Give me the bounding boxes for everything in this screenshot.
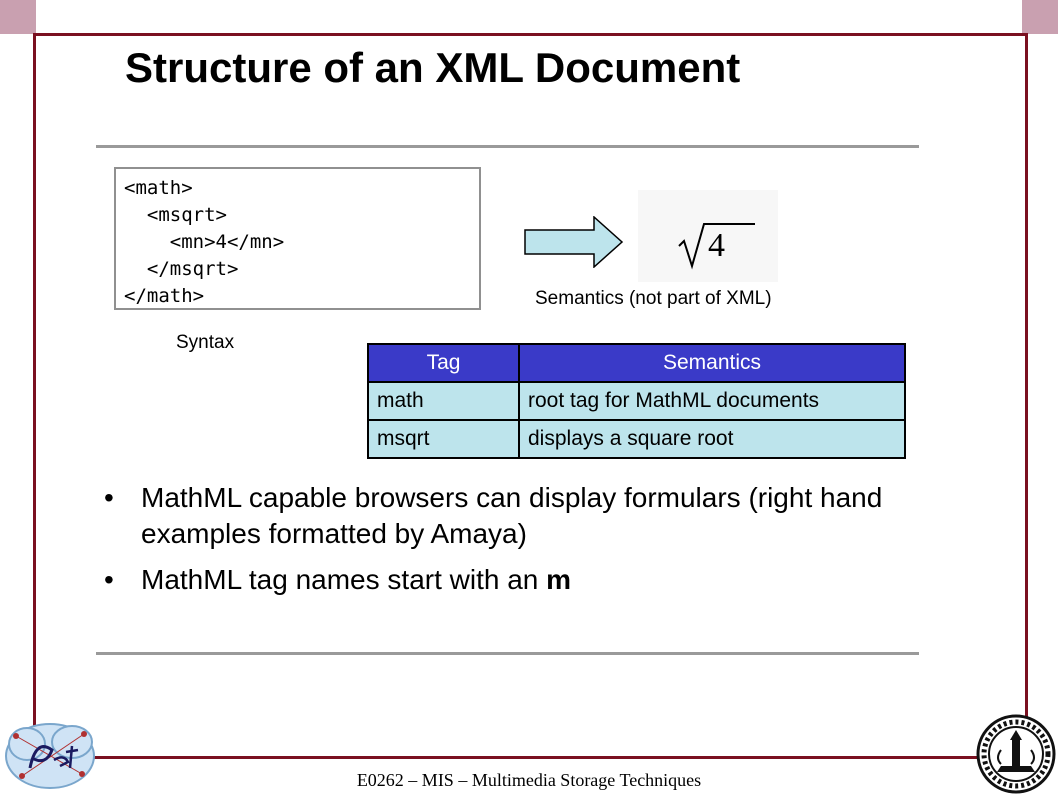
bullet-text: MathML capable browsers can display form… — [141, 482, 883, 549]
code-line: <msqrt> — [124, 204, 227, 226]
bullet-item: • MathML tag names start with an m — [104, 562, 934, 598]
slide-title: Structure of an XML Document — [125, 44, 741, 91]
table-cell: math — [367, 381, 520, 421]
xml-code-box: <math> <msqrt> <mn>4</mn> </msqrt> </mat… — [114, 167, 481, 310]
rendered-formula: 4 — [638, 190, 778, 282]
table-row: msqrt displays a square root — [367, 419, 906, 459]
frame-bottom-border — [33, 756, 1028, 759]
code-line: <mn>4</mn> — [124, 231, 285, 253]
code-line: </msqrt> — [124, 258, 239, 280]
table-header-semantics: Semantics — [518, 343, 906, 383]
table-header-tag: Tag — [367, 343, 520, 383]
code-line: <math> — [124, 177, 193, 199]
corner-decoration-left — [0, 0, 36, 34]
bullet-list: • MathML capable browsers can display fo… — [104, 480, 934, 608]
tag-semantics-table: Tag Semantics math root tag for MathML d… — [367, 343, 906, 459]
table-header-row: Tag Semantics — [367, 343, 906, 383]
square-root-icon: 4 — [678, 223, 755, 270]
institute-seal-logo — [976, 714, 1056, 794]
corner-decoration-right — [1022, 0, 1058, 34]
bullet-bold-text: m — [546, 564, 572, 595]
pet-unit-logo — [5, 723, 95, 789]
table-row: math root tag for MathML documents — [367, 381, 906, 421]
bullet-dot: • — [104, 482, 114, 513]
table-cell: msqrt — [367, 419, 520, 459]
top-divider — [96, 145, 919, 148]
syntax-label: Syntax — [176, 332, 235, 353]
frame-right-border — [1025, 33, 1028, 759]
bullet-dot: • — [104, 564, 114, 595]
frame-left-border — [33, 33, 36, 759]
slide-footer: E0262 – MIS – Multimedia Storage Techniq… — [356, 770, 702, 790]
formula-number: 4 — [708, 227, 725, 264]
bullet-item: • MathML capable browsers can display fo… — [104, 480, 934, 552]
frame-top-border — [33, 33, 1028, 36]
semantics-label: Semantics (not part of XML) — [535, 288, 772, 309]
table-cell: displays a square root — [518, 419, 906, 459]
bullet-text: MathML tag names start with an — [141, 564, 547, 595]
code-line: </math> — [124, 285, 205, 307]
bottom-divider — [96, 652, 919, 655]
table-cell: root tag for MathML documents — [518, 381, 906, 421]
right-arrow-icon — [524, 216, 624, 268]
